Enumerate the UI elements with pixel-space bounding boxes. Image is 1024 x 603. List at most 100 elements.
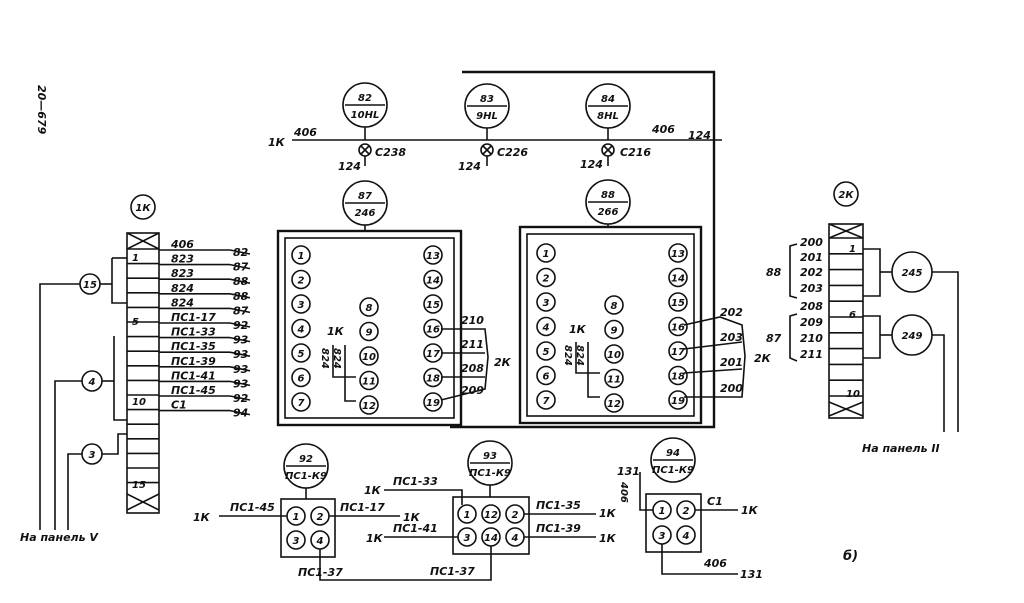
lamp-left-wire: 406 (293, 126, 317, 139)
connector-2k-row-1: 1 (849, 244, 856, 255)
block-87-mid-pin-circle (359, 321, 379, 342)
lamp-82-bottom: 10HL (351, 110, 380, 121)
connector-1k-row-15: 15 (132, 480, 146, 491)
block-87-top: 87 (358, 191, 372, 202)
relay-93-wire-1: ПС1-41 (393, 522, 438, 535)
lamp-83-below: 124 (458, 160, 481, 173)
connector-1k-wire: 824 (171, 296, 194, 309)
block-88-out-0: 202 (720, 306, 743, 319)
block-88-left-pin-circle (536, 267, 556, 288)
relay-94-right-conn: 1К (741, 504, 759, 517)
block-87-right-pin: 15 (426, 300, 440, 311)
connector-1k-wire: ПС1-33 (171, 326, 216, 339)
relay-94-top: 94 (666, 448, 680, 459)
block-88-left-pin: 4 (542, 323, 550, 334)
lamp-right-wire: 406 (651, 123, 675, 136)
connector-1k-dest: 93 (233, 377, 249, 390)
block-88-mid-pin: 11 (607, 375, 621, 386)
block-87-left-pin: 7 (298, 398, 305, 409)
block-88-mid-pin-circle (604, 368, 624, 389)
relay-94: 94 ПС1-К9 1 2 3 4 131 406 С1 1К 406 131 (617, 437, 763, 581)
connector-1k-wire-line (229, 351, 251, 357)
relay-92-bottom: ПС1-К9 (285, 471, 327, 482)
block-87-mid-pin: 11 (362, 377, 376, 388)
lamp-83-circuit: С226 (497, 146, 528, 159)
block-88-right-pin: 19 (671, 396, 685, 407)
lamp-left-conn: 1К (268, 136, 286, 149)
block-87-left-pin: 2 (298, 276, 305, 287)
connector-1k-wire-line (229, 395, 251, 401)
block-87-right-pin: 18 (426, 374, 440, 385)
connector-1k-wire-line (229, 307, 251, 314)
block-88-bottom: 266 (598, 207, 619, 218)
lamp-82-top: 82 (358, 93, 372, 104)
relay-94-bottom: ПС1-К9 (652, 465, 694, 476)
relay-93-pin-12: 12 (484, 510, 498, 521)
connector-1k-wire-line (229, 322, 251, 328)
lamp-83-top: 83 (480, 94, 494, 105)
connector-1k-dest: 92 (233, 319, 249, 332)
relay-93-pin-4: 4 (511, 533, 519, 544)
block-87-mid-pin: 8 (366, 303, 373, 314)
block-87-left-pin: 6 (298, 374, 305, 385)
relay-93-pin-1: 1 (464, 510, 471, 521)
relay-94-pin-4: 4 (682, 531, 690, 542)
block-87-out-0: 210 (461, 314, 484, 327)
connector-2k-group-88: 88 (766, 266, 782, 279)
connector-2k-wire-202: 202 (800, 266, 823, 279)
connector-1k-dest: 93 (233, 334, 249, 347)
relay-93-top: 93 (483, 451, 497, 462)
block-87-bottom: 246 (355, 208, 376, 219)
block-87-mid-pin: 9 (366, 328, 373, 339)
connector-1k-wire-line (229, 293, 251, 299)
lamp-84-circuit: С216 (620, 146, 651, 159)
connector-2k-node-249: 249 (902, 331, 923, 342)
relay-92-pin-4: 4 (316, 536, 324, 547)
block-87-right-pin: 19 (426, 398, 440, 409)
block-87-out-2: 208 (461, 362, 484, 375)
block-88-left-pin: 3 (543, 298, 550, 309)
block-88-right-pin: 15 (671, 298, 685, 309)
block-87-out-3: 209 (461, 384, 484, 397)
block-88-right-pin: 14 (671, 274, 685, 285)
connector-1k-wire: С1 (171, 399, 187, 412)
block-88-left-pin-circle (536, 243, 556, 263)
lamp-84-bottom: 8HL (597, 111, 619, 122)
block-88-vwire-b: 824 (574, 345, 585, 366)
block-87-out-conn: 2К (494, 356, 512, 369)
block-87-mid-pin-circle (359, 297, 379, 317)
connector-1k-wire-line (229, 336, 251, 343)
block-88-right-pin: 18 (671, 372, 685, 383)
connector-1k-wire: ПС1-41 (171, 369, 216, 382)
relay-92-pin-2: 2 (317, 512, 324, 523)
connector-1k-row-5: 5 (132, 317, 139, 328)
block-87-left-pin: 1 (298, 251, 305, 262)
connector-1k-dest: 93 (233, 363, 249, 376)
relay-93: 93 ПС1-К9 1 12 2 3 14 4 1К ПС1-33 1К ПС1… (298, 440, 617, 581)
block-87-left-pin-circle (291, 269, 311, 290)
relay-94-pin-3: 3 (659, 531, 666, 542)
block-88-left-pin-circle (536, 292, 556, 312)
connector-1k-wire: 406 (170, 238, 194, 251)
block-87-mid-pin: 12 (362, 401, 376, 412)
relay-94-side-wire: 406 (618, 481, 629, 503)
connector-1k-dest: 88 (233, 290, 249, 303)
relay-92: 92 ПС1-К9 1 2 3 4 1К ПС1-45 ПС1-17 1К (193, 443, 421, 558)
connector-1k-label: 1К (135, 203, 151, 214)
block-88-right-pin: 17 (671, 347, 685, 358)
block-87-left-pin: 4 (297, 325, 305, 336)
block-88-out-3: 200 (720, 382, 743, 395)
connector-2k-row-10: 10 (846, 389, 860, 400)
relay-92-pin-1: 1 (293, 512, 300, 523)
block-88-left-pin-circle (536, 390, 556, 410)
lamp-83-bottom: 9HL (476, 111, 498, 122)
block-88-vwire-a: 824 (562, 345, 573, 366)
connector-1k-wire: 823 (171, 267, 194, 280)
relay-93-conn-1: 1К (366, 532, 384, 545)
connector-1k-dest: 94 (233, 407, 248, 420)
block-87-right-pin: 14 (426, 276, 440, 287)
connector-1k: 1К 1 5 10 15 4068282387823888248882487ПС… (20, 194, 251, 544)
block-88-mid-pin-circle (604, 295, 624, 315)
connector-1k-wire-line (229, 366, 251, 372)
